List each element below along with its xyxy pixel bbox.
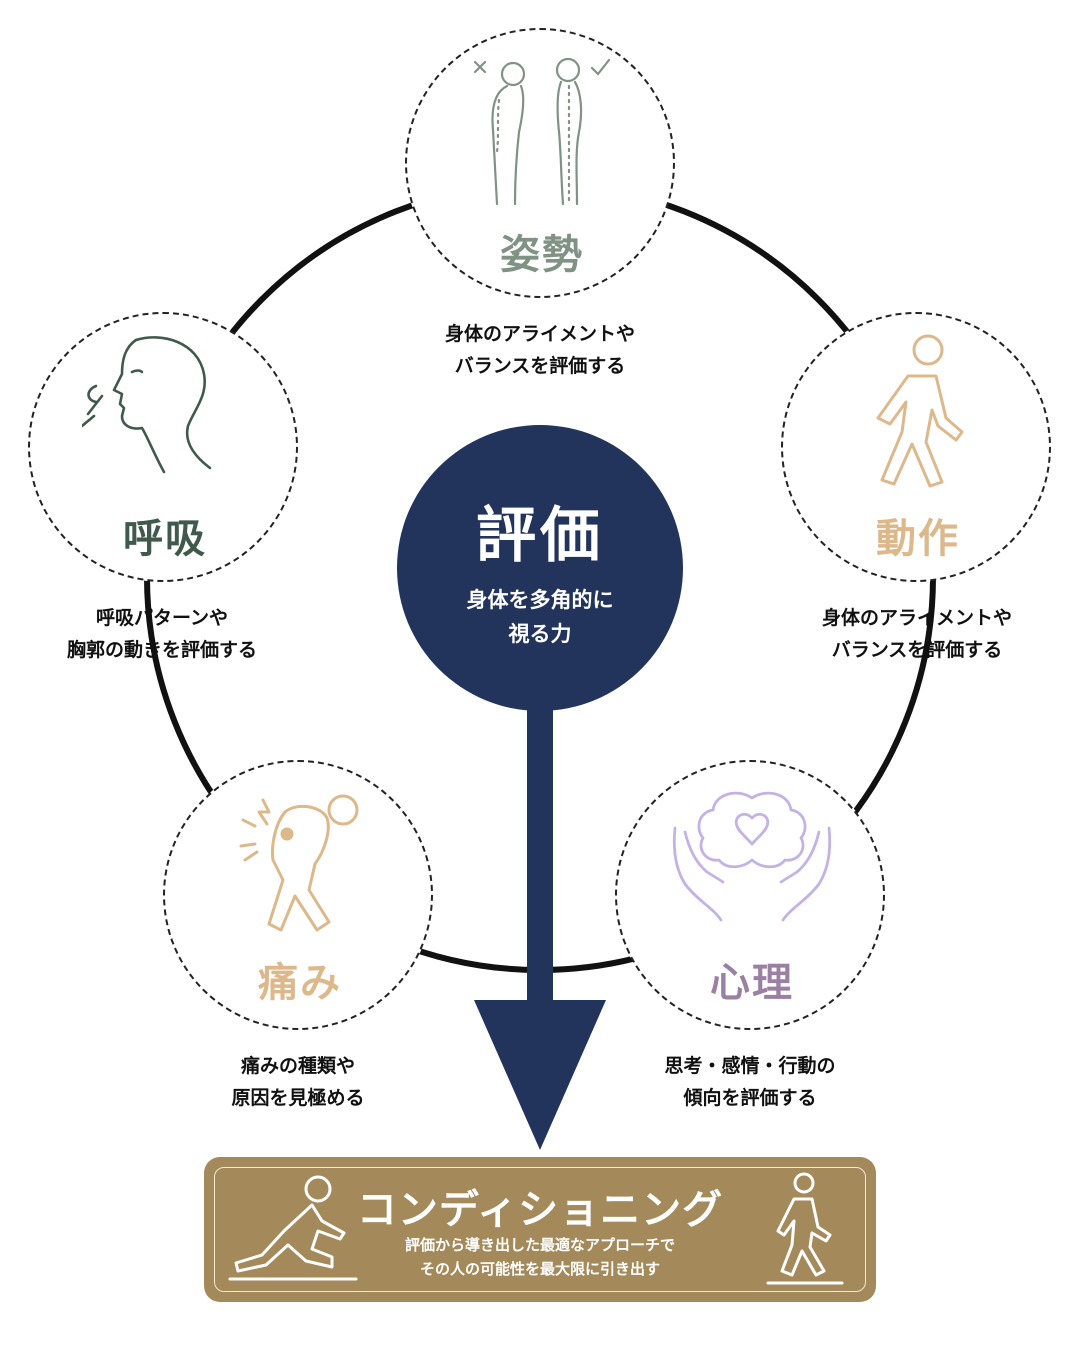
posture-comparison-icon <box>473 57 611 206</box>
arrow-head <box>474 1000 606 1150</box>
posture-node: 姿勢 <box>405 28 675 298</box>
posture-title: 姿勢 <box>500 232 584 278</box>
center-subtitle: 身体を多角的に 視る力 <box>466 588 614 646</box>
pain-node: 痛み <box>163 760 433 1030</box>
psychology-title: 心理 <box>710 960 794 1006</box>
breathing-node: 呼吸 <box>28 312 298 582</box>
pain-title: 痛み <box>258 960 342 1006</box>
center-title: 評価 <box>476 501 604 571</box>
movement-node: 動作 <box>781 312 1051 582</box>
breathing-title: 呼吸 <box>123 516 207 562</box>
psychology-node: 心理 <box>615 760 885 1030</box>
conditioning-subtitle: 評価から導き出した最適なアプローチで その人の可能性を最大限に引き出す <box>404 1236 675 1278</box>
walking-person-icon <box>876 334 964 488</box>
breathing-description: 呼吸パターンや 胸郭の動きを評価する <box>66 607 257 661</box>
brain-heart-hands-icon <box>672 791 832 922</box>
posture-description: 身体のアライメントや バランスを評価する <box>444 323 635 377</box>
conditioning-title: コンディショニング <box>356 1187 724 1233</box>
arrow-shaft <box>527 690 553 1020</box>
back-pain-icon <box>239 794 359 932</box>
evaluation-center: 評価 身体を多角的に 視る力 <box>397 425 683 711</box>
movement-title: 動作 <box>876 516 960 562</box>
psychology-description: 思考・感情・行動の 傾向を評価する <box>664 1055 836 1109</box>
movement-description: 身体のアライメントや バランスを評価する <box>821 607 1012 661</box>
lunge-stretch-icon <box>228 1175 358 1281</box>
conditioning-banner: コンディショニング 評価から導き出した最適なアプローチで その人の可能性を最大限… <box>204 1157 876 1302</box>
breathing-face-icon <box>82 336 212 474</box>
walking-man-icon <box>766 1172 844 1285</box>
pain-description: 痛みの種類や 原因を見極める <box>231 1055 365 1109</box>
banner-frame <box>214 1167 866 1292</box>
